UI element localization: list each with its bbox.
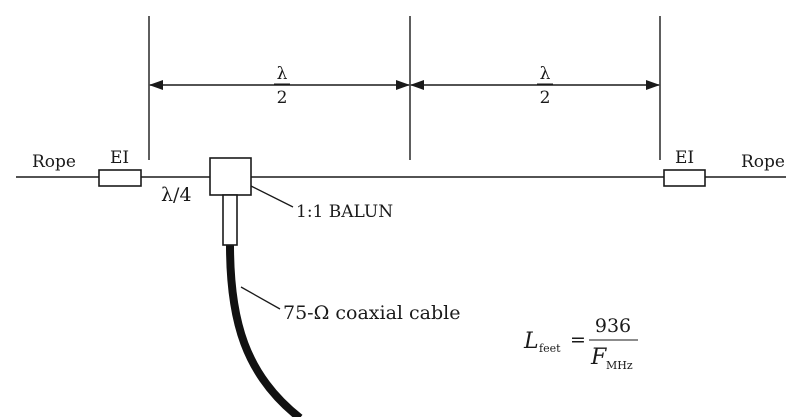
cable-leader [240, 286, 281, 310]
formula-numerator: 936 [595, 315, 631, 337]
half-wave-2-numerator: λ [540, 64, 551, 84]
coaxial-cable [226, 244, 303, 417]
balun-connector [222, 194, 238, 246]
rope-label-right: Rope [741, 152, 785, 172]
balun-leader [250, 185, 294, 208]
insulator-right [663, 169, 706, 187]
formula-equals: = [570, 329, 586, 351]
half-wave-1-numerator: λ [277, 64, 288, 84]
formula-variable: L [523, 329, 539, 354]
formula-denominator: F [590, 345, 607, 370]
formula-variable-subscript: feet [539, 342, 561, 355]
balun-box [209, 157, 252, 196]
quarter-wave-label: λ/4 [161, 184, 192, 206]
insulator-left [98, 169, 142, 187]
balun-label: 1:1 BALUN [296, 202, 393, 222]
half-wave-1-denominator: 2 [277, 88, 288, 108]
insulator-label-left: EI [110, 148, 129, 168]
cable-label: 75-Ω coaxial cable [283, 302, 461, 324]
formula-denominator-subscript: MHz [606, 359, 633, 372]
insulator-label-right: EI [675, 148, 694, 168]
rope-label-left: Rope [32, 152, 76, 172]
half-wave-2-denominator: 2 [540, 88, 551, 108]
